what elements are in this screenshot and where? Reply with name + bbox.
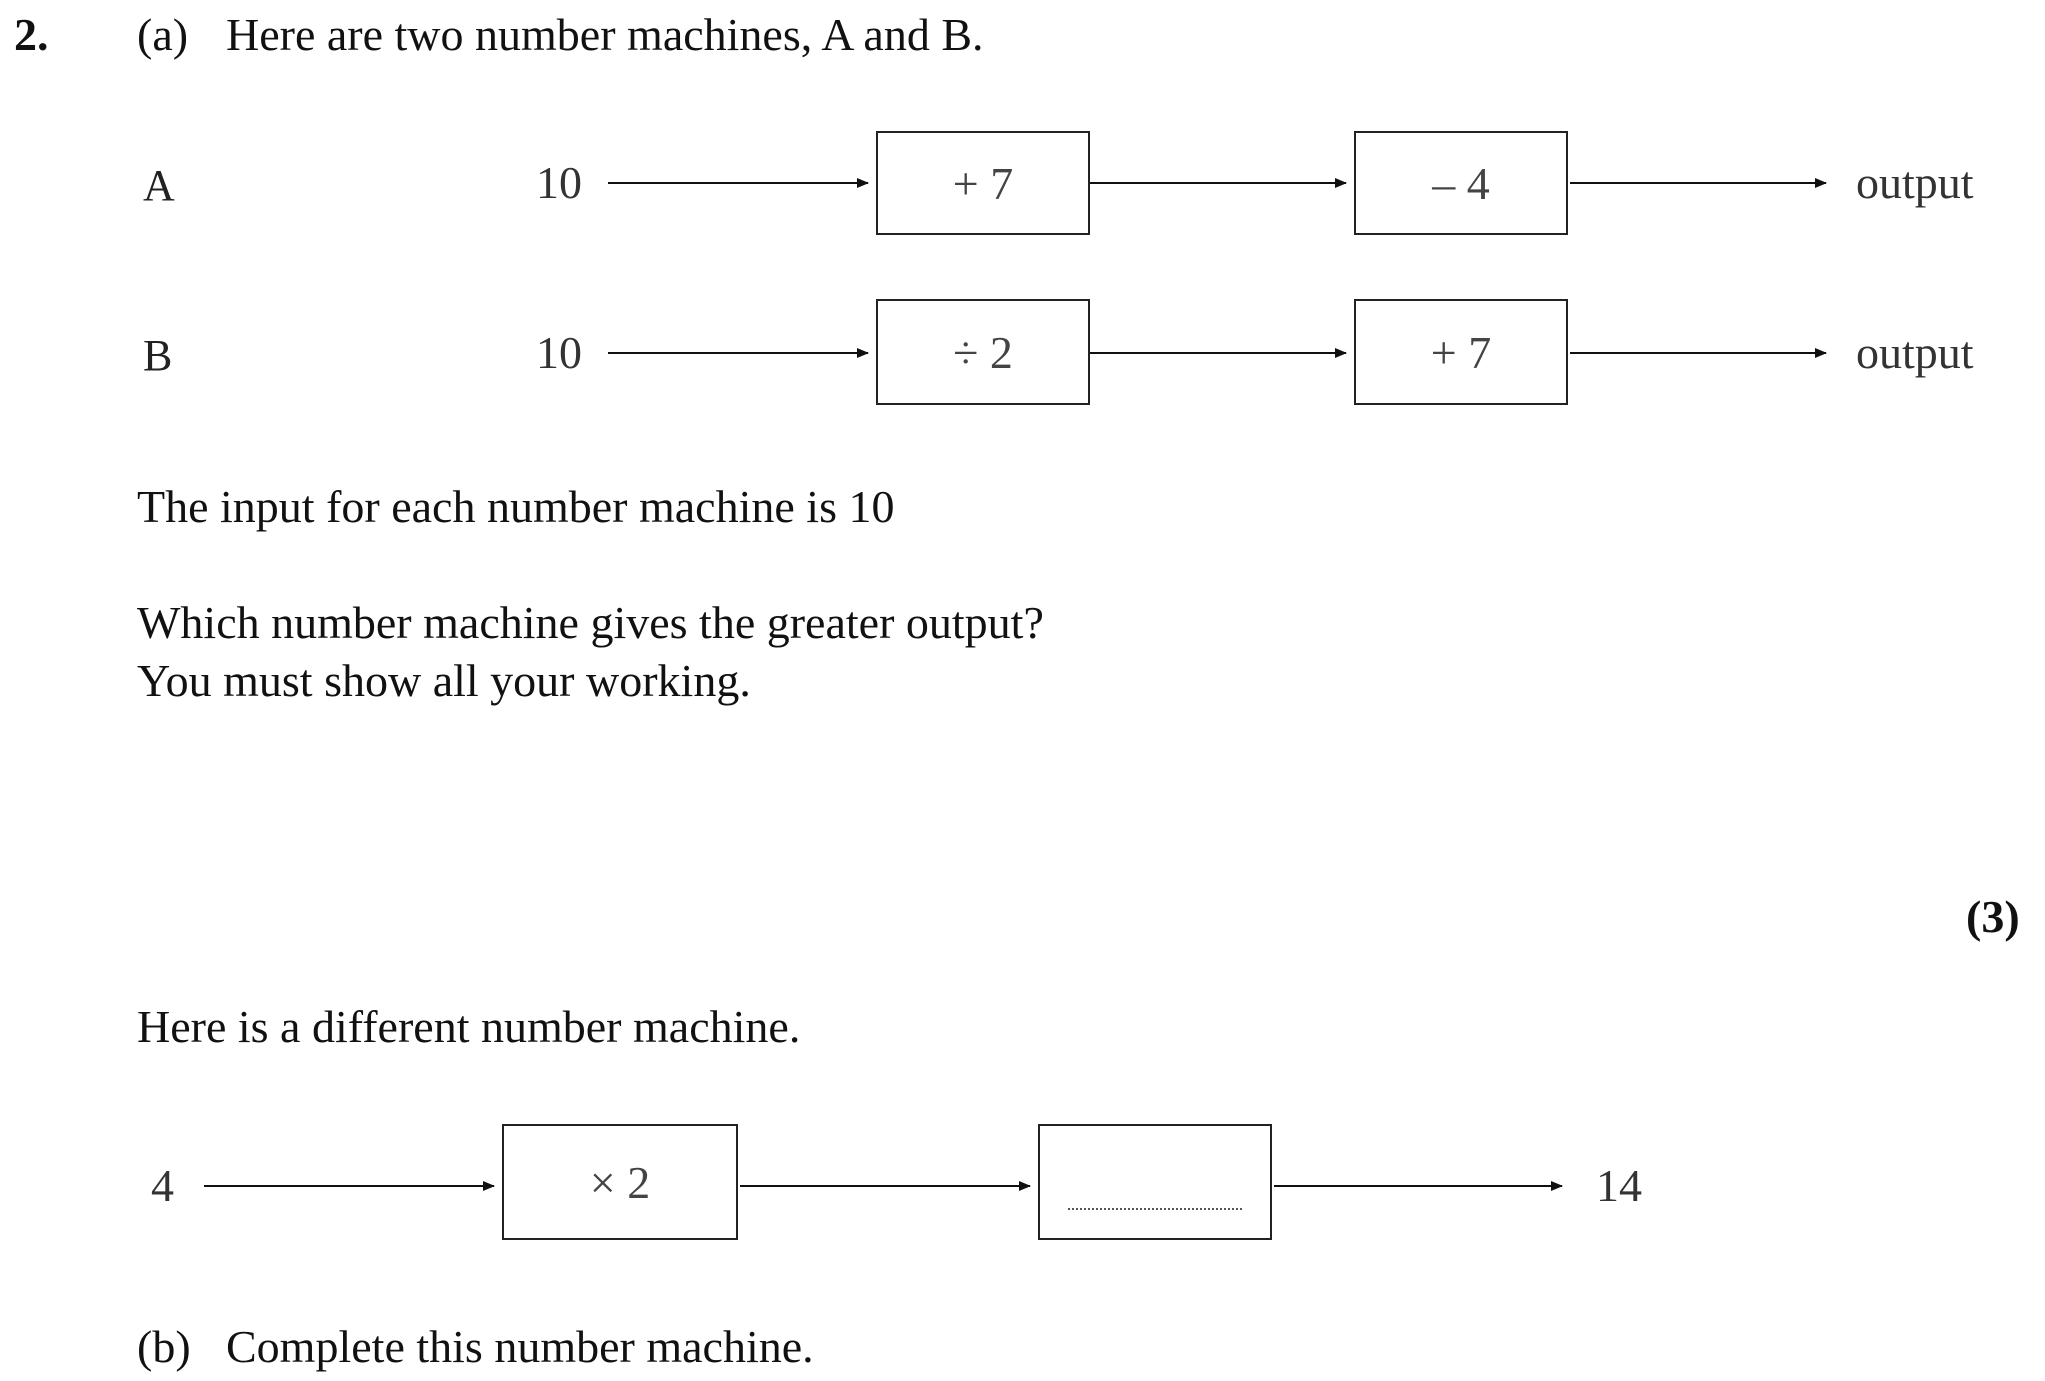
machine-c-answer-box[interactable] — [1038, 1124, 1272, 1240]
answer-dotted-line — [1068, 1208, 1242, 1210]
machine-b-op1: ÷ 2 — [953, 326, 1013, 378]
machine-a-output: output — [1856, 157, 1974, 208]
part-a-intro: Here are two number machines, A and B. — [226, 9, 984, 60]
marks-a: (3) — [1966, 891, 2020, 942]
machine-a-label: A — [143, 161, 175, 210]
question-number: 2. — [14, 9, 49, 60]
working-area[interactable] — [137, 720, 1897, 870]
machine-a-op1-box: + 7 — [876, 131, 1090, 235]
machine-a-op2: – 4 — [1432, 157, 1490, 209]
different-machine-intro: Here is a different number machine. — [137, 1001, 801, 1052]
machine-b-op2-box: + 7 — [1354, 299, 1568, 405]
machine-c-op1-box: × 2 — [502, 1124, 738, 1240]
part-a-label: (a) — [137, 9, 189, 60]
input-statement: The input for each number machine is 10 — [137, 481, 895, 532]
machine-c-op1: × 2 — [589, 1156, 651, 1208]
machine-c-output: 14 — [1596, 1160, 1642, 1211]
part-b-label: (b) — [137, 1321, 191, 1372]
machine-b-op1-box: ÷ 2 — [876, 299, 1090, 405]
machine-b-op2: + 7 — [1430, 326, 1492, 378]
machine-a-op1: + 7 — [952, 157, 1014, 209]
machine-a-input: 10 — [536, 157, 582, 208]
machine-a-op2-box: – 4 — [1354, 131, 1568, 235]
machine-b-input: 10 — [536, 327, 582, 378]
machine-b-output: output — [1856, 327, 1974, 378]
part-b-text: Complete this number machine. — [226, 1321, 814, 1372]
prompt-line-2: You must show all your working. — [137, 655, 751, 706]
machine-b-label: B — [143, 331, 173, 380]
prompt-line-1: Which number machine gives the greater o… — [137, 597, 1044, 648]
machine-c-input: 4 — [151, 1160, 174, 1211]
